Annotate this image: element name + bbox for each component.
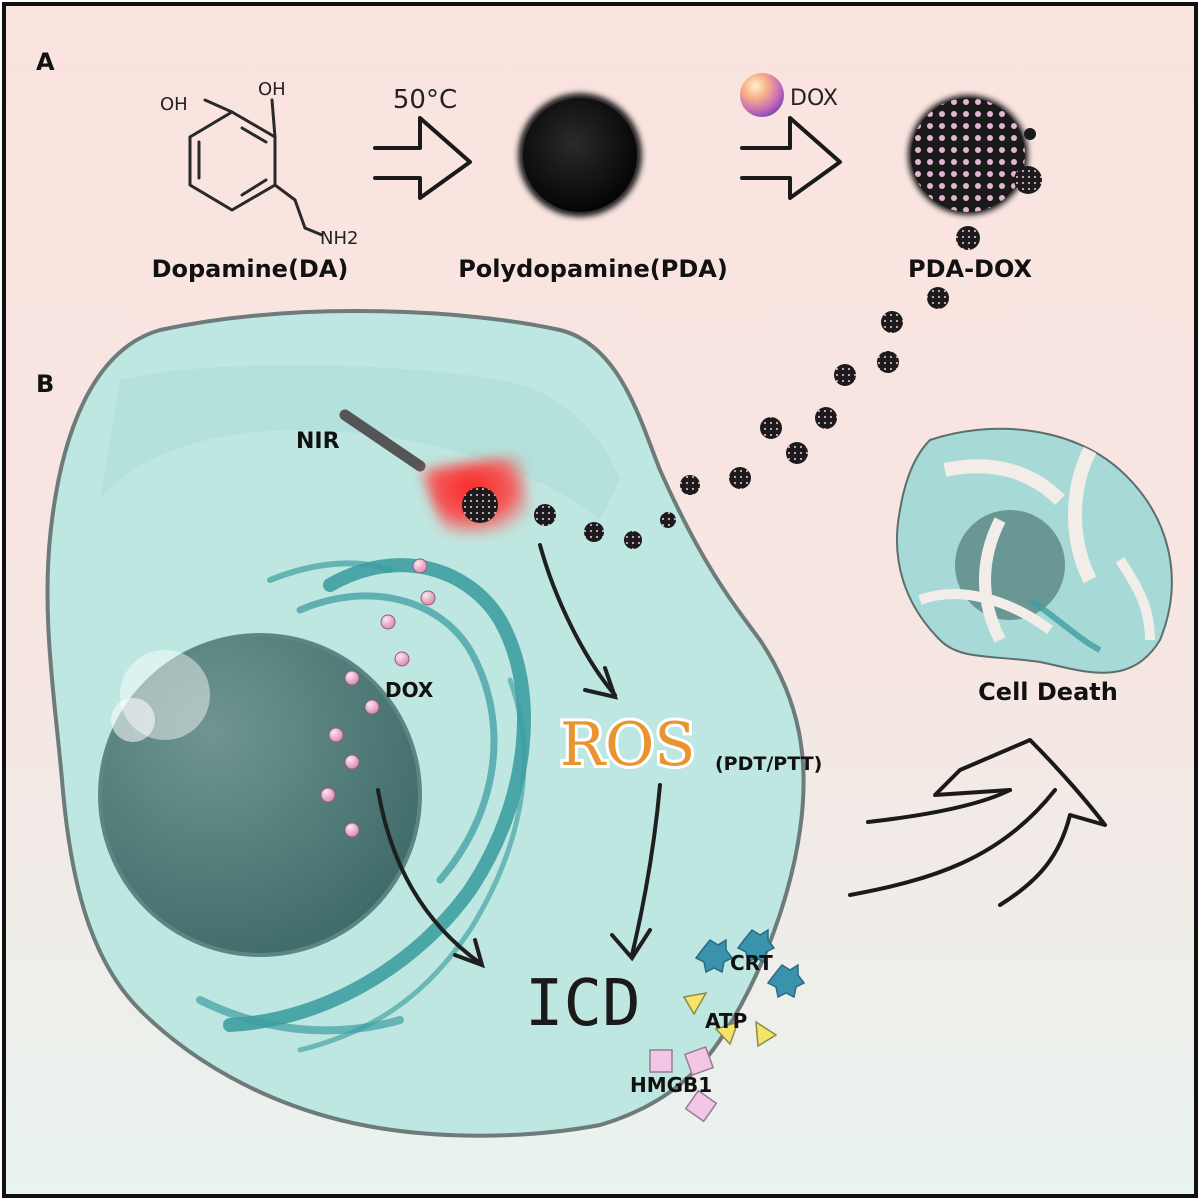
dox-bead	[420, 590, 436, 606]
ros-label: ROS	[560, 710, 695, 780]
dox-beads	[320, 558, 436, 838]
nir-label: NIR	[296, 429, 340, 454]
crt-markers	[694, 928, 806, 999]
pda-dox-caption: PDA-DOX	[908, 255, 1033, 283]
panel-b-label: B	[36, 370, 54, 398]
dox-bead	[344, 822, 360, 838]
dopamine-structure	[188, 98, 324, 237]
trail-nanoparticle	[877, 351, 899, 373]
dox-reagent-label: DOX	[790, 86, 838, 111]
hmgb1-markers	[649, 1045, 718, 1123]
nanoparticle-in-cell	[462, 487, 498, 523]
cell-death-arrow	[848, 738, 1107, 907]
nir-laser-rod	[339, 409, 426, 472]
nanoparticle-trail	[534, 226, 980, 549]
pda-caption: Polydopamine(PDA)	[458, 255, 728, 283]
temperature-label: 50°C	[393, 85, 457, 115]
panel-a-label: A	[36, 48, 55, 76]
arrow-step-1	[373, 116, 472, 200]
trail-nanoparticle	[927, 287, 949, 309]
pda-dox-nanoparticle	[908, 95, 1042, 215]
ros-mechanism-label: (PDT/PTT)	[715, 753, 822, 775]
dox-bead	[394, 651, 410, 667]
atp-label: ATP	[705, 1009, 747, 1033]
oh-label-2: OH	[258, 79, 286, 100]
dead-cell	[896, 427, 1173, 674]
hmgb1-label: HMGB1	[630, 1073, 712, 1097]
dox-bead	[344, 670, 360, 686]
nh2-label: NH2	[320, 228, 358, 249]
arrow-step-2	[740, 116, 842, 200]
trail-nanoparticle	[956, 226, 980, 250]
dox-bead	[344, 754, 360, 770]
dox-bead	[380, 614, 396, 630]
trail-nanoparticle	[881, 311, 903, 333]
crt-label: CRT	[730, 951, 773, 975]
atp-markers	[682, 991, 778, 1048]
trail-nanoparticle	[680, 475, 700, 495]
dox-cell-label: DOX	[385, 678, 434, 702]
trail-nanoparticle	[760, 417, 782, 439]
trail-nanoparticle	[786, 442, 808, 464]
trail-nanoparticle	[729, 467, 751, 489]
trail-nanoparticle	[534, 504, 556, 526]
pda-nanoparticle	[518, 93, 642, 217]
cell-arrows	[376, 543, 662, 969]
trail-nanoparticle	[815, 407, 837, 429]
dox-molecule-icon	[740, 73, 784, 117]
endoplasmic-reticulum	[196, 558, 531, 1053]
dox-bead	[320, 787, 336, 803]
nucleus	[98, 633, 422, 957]
trail-nanoparticle	[660, 512, 676, 528]
oh-label-1: OH	[160, 94, 188, 115]
trail-nanoparticle	[624, 531, 642, 549]
cell-death-label: Cell Death	[978, 678, 1118, 706]
dox-bead	[328, 727, 344, 743]
dopamine-caption: Dopamine(DA)	[152, 255, 349, 283]
trail-nanoparticle	[584, 522, 604, 542]
dox-bead	[412, 558, 428, 574]
dox-bead	[364, 699, 380, 715]
trail-nanoparticle	[834, 364, 856, 386]
cell-shading	[100, 365, 620, 520]
icd-label: ICD	[525, 967, 641, 1041]
